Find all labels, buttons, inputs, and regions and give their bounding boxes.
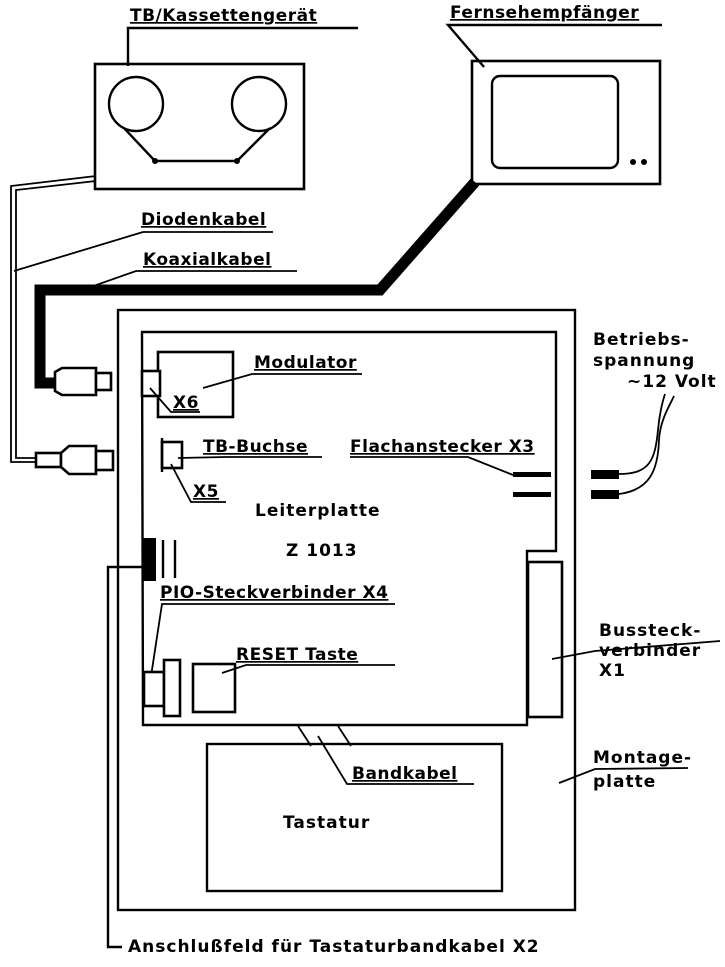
- mount-label-line-1: Montage-: [593, 748, 692, 768]
- tv-label: Fernsehempfänger: [450, 3, 639, 23]
- pio-connector-label: PIO-Steckverbinder X4: [160, 583, 388, 603]
- diode-cable-leader: [13, 231, 273, 272]
- x5-leader: [170, 463, 226, 503]
- tape-guide-left: [152, 158, 158, 164]
- board-label: Leiterplatte: [255, 501, 380, 521]
- power-label-line-1: Betriebs-: [593, 330, 690, 350]
- tape-recorder-leader: [126, 26, 358, 66]
- diode-plug-tip: [94, 449, 115, 472]
- ribbon-cable-label: Bandkabel: [352, 764, 458, 784]
- power-wire-2: [618, 395, 675, 495]
- pio-connector-block: [143, 538, 156, 581]
- keyboard-label: Tastatur: [283, 813, 370, 833]
- power-label-line-3: ~12 Volt: [627, 372, 717, 392]
- mount-plate-leader: [558, 767, 689, 784]
- reset-key-mount: [162, 658, 182, 718]
- x5-label: X5: [193, 482, 219, 502]
- x6-label: X6: [173, 393, 199, 413]
- modulator-leader: [202, 373, 362, 389]
- keyboard: [205, 742, 504, 893]
- ribbon-cable-line-2: [337, 725, 352, 747]
- tape-recorder-label: TB/Kassettengerät: [130, 6, 317, 26]
- power-wire-1: [618, 393, 666, 475]
- ribbon-cable-line-1: [297, 725, 312, 747]
- flat-plug-pin-1: [513, 472, 551, 477]
- reset-leader: [221, 664, 395, 674]
- x2-connection-line: [106, 565, 143, 949]
- x6-socket: [140, 369, 162, 398]
- power-plug-2: [591, 490, 619, 499]
- tape-guide-right: [234, 158, 240, 164]
- coax-cable-leader: [84, 270, 297, 290]
- diode-plug-body: [59, 444, 98, 476]
- diode-cable-label: Diodenkabel: [141, 210, 266, 230]
- tape-reel-left: [107, 75, 165, 133]
- coax-plug-body: [53, 366, 98, 397]
- tv-receiver: [470, 59, 662, 186]
- tv-knob-1: [630, 159, 636, 165]
- bus-label-line-2: verbinder: [599, 641, 701, 661]
- diode-plug-tail: [34, 451, 63, 469]
- tv-leader: [445, 23, 662, 68]
- tv-screen: [490, 74, 620, 170]
- board-model-label: Z 1013: [286, 541, 358, 561]
- tb-socket-leader: [177, 456, 322, 459]
- x2-field-label: Anschlußfeld für Tastaturbandkabel X2: [128, 937, 540, 957]
- tape-recorder-body: [93, 62, 306, 191]
- mount-label-line-2: platte: [593, 772, 656, 792]
- bus-connector: [526, 560, 564, 719]
- flat-plug-leader: [350, 456, 514, 476]
- x6-leader: [149, 387, 200, 413]
- modulator-label: Modulator: [254, 353, 357, 373]
- reset-key-label: RESET Taste: [236, 645, 358, 665]
- tape-path: [123, 127, 271, 163]
- diode-plug: [34, 444, 115, 476]
- power-label-line-2: spannung: [593, 351, 695, 371]
- flat-plug-pin-2: [513, 492, 551, 497]
- circuit-board: [140, 330, 558, 727]
- ribbon-cable-leader: [317, 735, 474, 785]
- tv-body: [470, 59, 662, 186]
- tape-reel-right: [230, 75, 288, 133]
- bus-connector-leader: [551, 640, 721, 660]
- tape-recorder: [93, 62, 306, 191]
- tb-socket-label: TB-Buchse: [203, 437, 308, 457]
- coax-plug-tip: [94, 371, 113, 392]
- bus-label-line-1: Bussteck-: [599, 621, 701, 641]
- reset-key: [191, 662, 237, 714]
- coax-plug: [53, 366, 113, 397]
- mounting-plate: [116, 308, 577, 912]
- diode-cable-inner: [15, 180, 97, 459]
- pio-leader: [149, 603, 395, 684]
- coax-cable-label: Koaxialkabel: [143, 250, 271, 270]
- reset-key-base: [142, 670, 166, 708]
- diode-cable-outer: [10, 175, 97, 463]
- modulator: [156, 350, 235, 419]
- coax-cable: [34, 178, 480, 389]
- flat-plug-label: Flachanstecker X3: [350, 437, 535, 457]
- power-plug-1: [591, 470, 619, 479]
- tv-knob-2: [641, 159, 647, 165]
- bus-label-line-3: X1: [599, 661, 626, 681]
